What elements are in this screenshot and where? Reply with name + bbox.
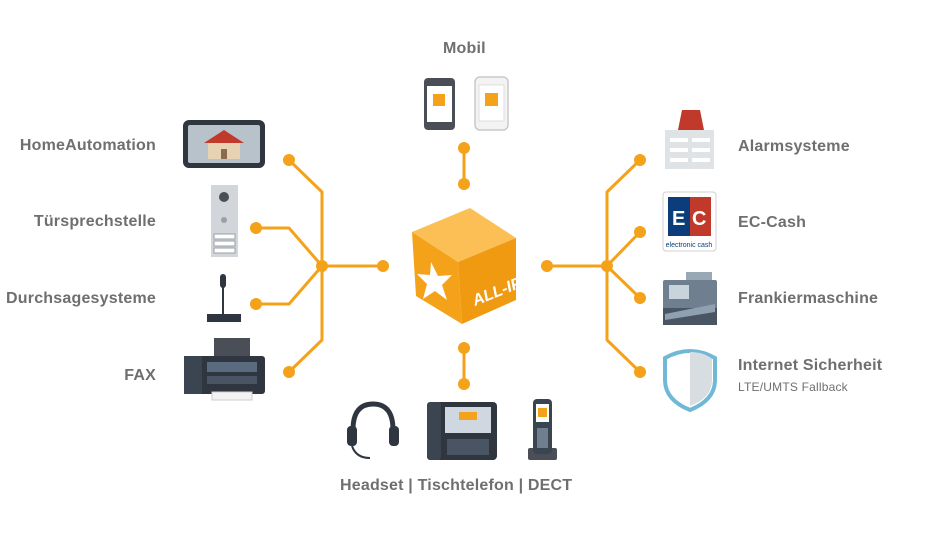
bottom-devices-label: Headset | Tischtelefon | DECT xyxy=(340,477,573,494)
connector-tuersprechstelle xyxy=(254,226,324,268)
franking-machine-icon xyxy=(663,272,717,325)
lte-umts-fallback-label: LTE/UMTS Fallback xyxy=(738,380,848,394)
smartphone-light-icon xyxy=(474,76,509,131)
connector-security xyxy=(605,264,642,374)
durchsagesysteme-label: Durchsagesysteme xyxy=(6,290,156,307)
connector-eccash xyxy=(605,230,642,268)
alarmsysteme-label: Alarmsysteme xyxy=(738,138,850,155)
svg-text:C: C xyxy=(692,208,706,230)
headset-icon xyxy=(347,401,399,459)
connector-alarm xyxy=(605,158,642,268)
fax-machine-icon xyxy=(184,338,265,401)
all-ip-cube: ALL-IP xyxy=(412,208,525,324)
ec-card-caption: electronic cash xyxy=(666,242,713,249)
gooseneck-microphone-icon xyxy=(207,274,241,322)
mobil-label: Mobil xyxy=(443,40,486,57)
desk-phone-icon xyxy=(427,402,497,460)
smartphone-dark-icon xyxy=(424,78,455,130)
ec-cash-label: EC-Cash xyxy=(738,214,807,231)
alarm-siren-icon xyxy=(665,110,714,169)
homeautomation-label: HomeAutomation xyxy=(19,137,156,154)
tuersprechstelle-label: Türsprechstelle xyxy=(33,213,156,230)
frankiermaschine-label: Frankiermaschine xyxy=(738,290,879,307)
connector-dots xyxy=(250,142,646,390)
fax-label: FAX xyxy=(124,367,156,384)
smart-home-display-icon xyxy=(183,120,265,168)
connector-franking xyxy=(605,264,642,300)
connector-durchsage xyxy=(254,264,324,306)
svg-text:E: E xyxy=(672,208,685,230)
internet-sicherheit-label: Internet Sicherheit xyxy=(738,357,883,374)
shield-icon xyxy=(663,349,717,413)
dect-phone-icon xyxy=(528,399,557,460)
door-intercom-icon xyxy=(211,185,238,257)
connector-fax xyxy=(287,264,324,374)
connector-homeautomation xyxy=(287,158,324,268)
ec-cash-card-icon: E C electronic cash xyxy=(662,191,717,252)
star-icon xyxy=(417,262,452,300)
